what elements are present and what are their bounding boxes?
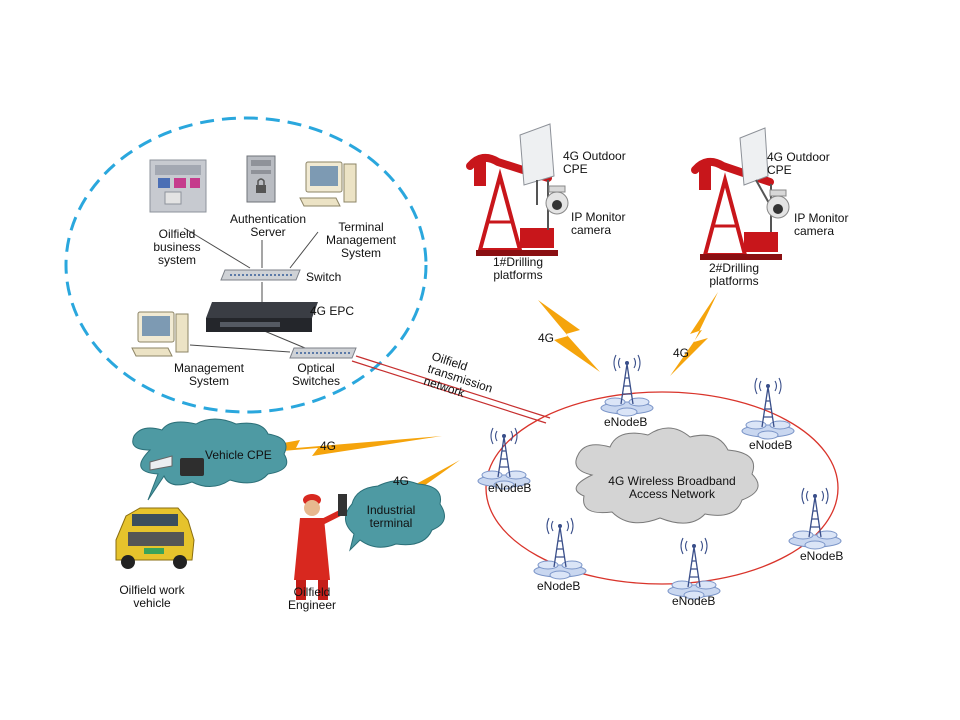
computer-icon xyxy=(299,161,357,207)
optical-switch-icon xyxy=(289,347,357,359)
computer-icon xyxy=(131,311,189,357)
cloud-icon xyxy=(575,427,759,524)
pump-jack-icon xyxy=(691,157,782,260)
industrial-terminal-cloud xyxy=(345,480,445,552)
lightning-icon xyxy=(538,300,600,372)
network-switch-icon xyxy=(220,269,301,281)
label-4g-epc: 4G EPC xyxy=(310,304,355,318)
lightning-icon xyxy=(670,292,718,376)
antenna-tower-icon xyxy=(600,354,654,417)
antenna-tower-icon xyxy=(477,427,531,490)
label-enodeb-right-top: eNodeB xyxy=(749,438,793,452)
label-enodeb-bottom-left: eNodeB xyxy=(537,579,581,593)
label-4g-link-vehicle: 4G xyxy=(320,439,337,453)
label-engineer: Oilfield Engineer xyxy=(287,585,337,612)
label-vehicle-cpe: Vehicle CPE xyxy=(205,448,272,462)
label-management-system: Management System xyxy=(173,361,245,388)
engineer-icon xyxy=(294,494,347,600)
dome-camera-icon xyxy=(766,189,790,219)
label-terminal-management-system: Terminal Management System xyxy=(325,220,397,260)
server-rack-icon xyxy=(246,155,276,203)
label-4g-link-terminal: 4G xyxy=(393,474,410,488)
label-switch: Switch xyxy=(306,270,342,284)
label-drilling-platform-2: 2#Drilling platforms xyxy=(708,261,760,288)
label-outdoor-cpe-2: 4G Outdoor CPE xyxy=(767,150,830,177)
label-authentication-server: Authentication Server xyxy=(229,212,307,239)
pump-jack-icon xyxy=(466,153,558,256)
antenna-tower-icon xyxy=(741,377,795,440)
label-drilling-platform-1: 1#Drilling platforms xyxy=(492,255,544,282)
label-4g-link-2: 4G xyxy=(673,346,690,360)
antenna-tower-icon xyxy=(533,517,587,580)
enodeb-ring xyxy=(485,391,839,585)
vehicle-icon xyxy=(115,507,195,569)
epc-server-icon xyxy=(206,302,318,332)
label-outdoor-cpe-1: 4G Outdoor CPE xyxy=(563,149,626,176)
label-optical-switches: Optical Switches xyxy=(291,361,341,388)
core-network-boundary xyxy=(64,116,428,414)
label-enodeb-left: eNodeB xyxy=(488,481,532,495)
antenna-tower-icon xyxy=(788,487,842,550)
vehicle-cpe-cloud xyxy=(132,418,288,501)
label-wireless-network: 4G Wireless Broadband Access Network xyxy=(608,474,736,501)
transmission-link xyxy=(351,355,551,424)
vehicle-cpe-device-icon xyxy=(149,455,204,476)
dome-camera-icon xyxy=(545,185,569,215)
label-enodeb-bottom: eNodeB xyxy=(672,594,716,608)
label-work-vehicle: Oilfield work vehicle xyxy=(119,583,185,610)
business-system-icon xyxy=(149,159,207,213)
outdoor-cpe-icon xyxy=(739,127,771,206)
label-enodeb-right: eNodeB xyxy=(800,549,844,563)
label-oilfield-business-system: Oilfield business system xyxy=(153,227,201,267)
label-4g-link-1: 4G xyxy=(538,331,555,345)
label-ip-camera-1: IP Monitor camera xyxy=(571,210,626,237)
label-ip-camera-2: IP Monitor camera xyxy=(794,211,849,238)
antenna-tower-icon xyxy=(667,537,721,600)
label-enodeb-top: eNodeB xyxy=(604,415,648,429)
label-industrial-terminal: Industrial terminal xyxy=(366,503,416,530)
outdoor-cpe-icon xyxy=(519,123,555,205)
